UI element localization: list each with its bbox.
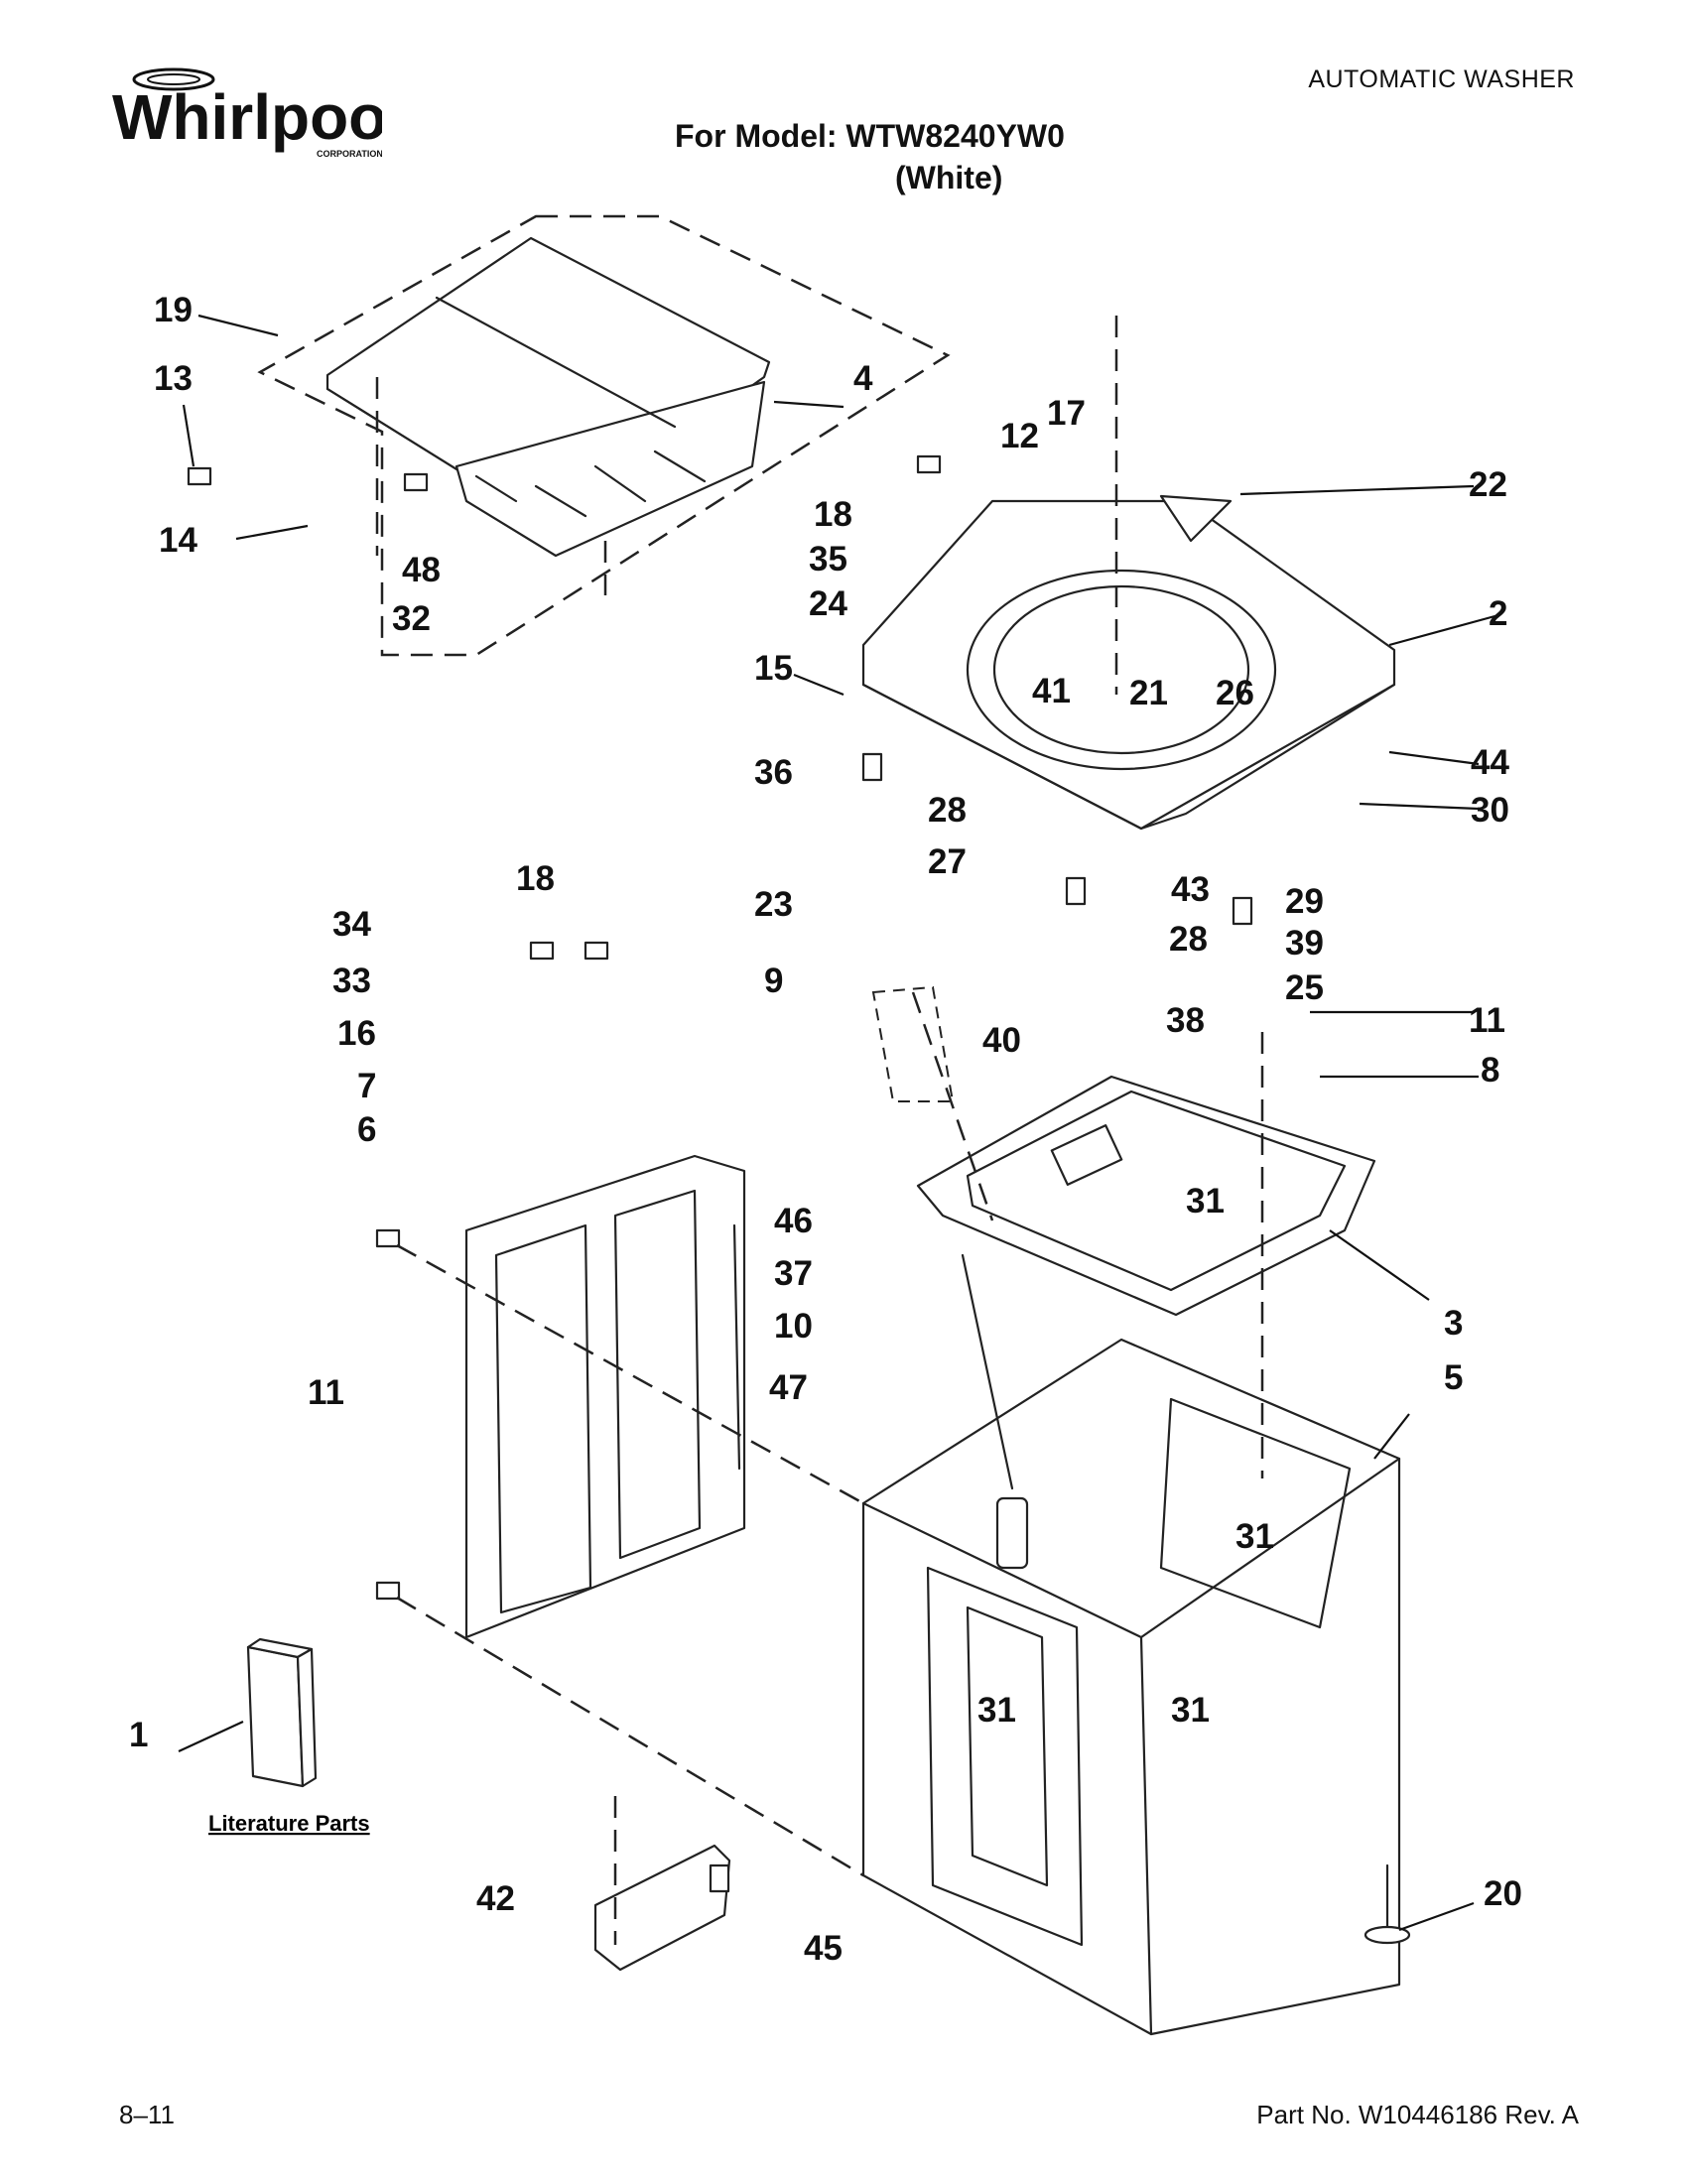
callout-16: 16 [337,1014,376,1053]
model-color: (White) [895,160,1003,195]
callout-46: 46 [774,1202,813,1240]
callout-26: 26 [1216,674,1254,712]
callout-36: 36 [754,753,793,792]
callout-45: 45 [804,1929,843,1968]
callout-44: 44 [1471,743,1509,782]
rear-panel-part [464,1154,746,1639]
callout-47: 47 [769,1368,808,1407]
callout-18b: 18 [516,859,555,898]
bracket-part [593,1844,731,1972]
callout-21: 21 [1129,674,1168,712]
callout-19: 19 [154,291,193,329]
cabinet-part [861,1338,1401,2036]
callout-6: 6 [357,1110,376,1149]
date-code: 8–11 [119,2100,175,2129]
callout-5: 5 [1444,1358,1463,1397]
model-number: For Model: WTW8240YW0 [675,118,1065,154]
leveling-leg-part [1363,1863,1411,1945]
svg-text:Whirlpool: Whirlpool [112,81,382,153]
callout-7: 7 [357,1067,376,1105]
callout-10: 10 [774,1307,813,1346]
callout-31a: 31 [1186,1182,1225,1220]
callout-30: 30 [1471,791,1509,830]
callout-24: 24 [809,584,847,623]
callout-1: 1 [129,1716,148,1754]
callout-25: 25 [1285,968,1324,1007]
callout-40: 40 [982,1021,1021,1060]
leader-lines [178,314,1499,1932]
hose-part [961,1253,1029,1570]
callout-43: 43 [1171,870,1210,909]
callout-labels: 19 13 14 48 32 4 17 12 18 35 24 22 2 15 … [129,291,1522,1968]
callout-41: 41 [1032,672,1071,710]
callout-27: 27 [928,842,967,881]
callout-29: 29 [1285,882,1324,921]
literature-part [246,1637,318,1788]
callout-28b: 28 [1169,920,1208,959]
brand-logo: Whirlpool CORPORATION [104,58,405,172]
lid-assembly-outline [257,214,951,657]
svg-text:CORPORATION: CORPORATION [317,149,382,159]
callout-34: 34 [332,905,371,944]
lid-part [325,236,771,558]
callout-23: 23 [754,885,793,924]
callout-20: 20 [1484,1874,1522,1913]
callout-12: 12 [1000,417,1039,455]
callout-37: 37 [774,1254,813,1293]
callout-28: 28 [928,791,967,830]
callout-32: 32 [392,599,431,638]
part-number: Part No. W10446186 Rev. A [1256,2100,1579,2129]
callout-3: 3 [1444,1304,1463,1343]
callout-39: 39 [1285,924,1324,963]
callout-4: 4 [853,359,873,398]
callout-31c: 31 [977,1691,1016,1730]
callout-11b: 11 [308,1373,344,1412]
top-panel-part [861,494,1396,831]
callout-13: 13 [154,359,193,398]
callout-9: 9 [764,962,783,1000]
callout-14: 14 [159,521,197,560]
callout-38: 38 [1166,1001,1205,1040]
callout-11: 11 [1469,1001,1505,1040]
callout-31d: 31 [1171,1691,1210,1730]
callout-15: 15 [754,649,793,688]
callout-48: 48 [402,551,441,589]
product-type: AUTOMATIC WASHER [1308,65,1575,93]
callout-17: 17 [1047,394,1086,433]
model-title: For Model: WTW8240YW0 (White) [675,115,1065,198]
callout-18: 18 [814,495,852,534]
callout-33: 33 [332,962,371,1000]
callout-8: 8 [1481,1051,1499,1090]
callout-42: 42 [476,1879,515,1918]
callout-35: 35 [809,540,847,578]
literature-parts-label: Literature Parts [208,1811,370,1836]
fasteners [187,454,1253,1893]
top-frame-part [916,1075,1376,1317]
callout-2: 2 [1489,594,1507,633]
callout-31b: 31 [1235,1517,1274,1556]
callout-22: 22 [1469,465,1507,504]
whirlpool-logo-icon: Whirlpool CORPORATION [112,67,405,159]
